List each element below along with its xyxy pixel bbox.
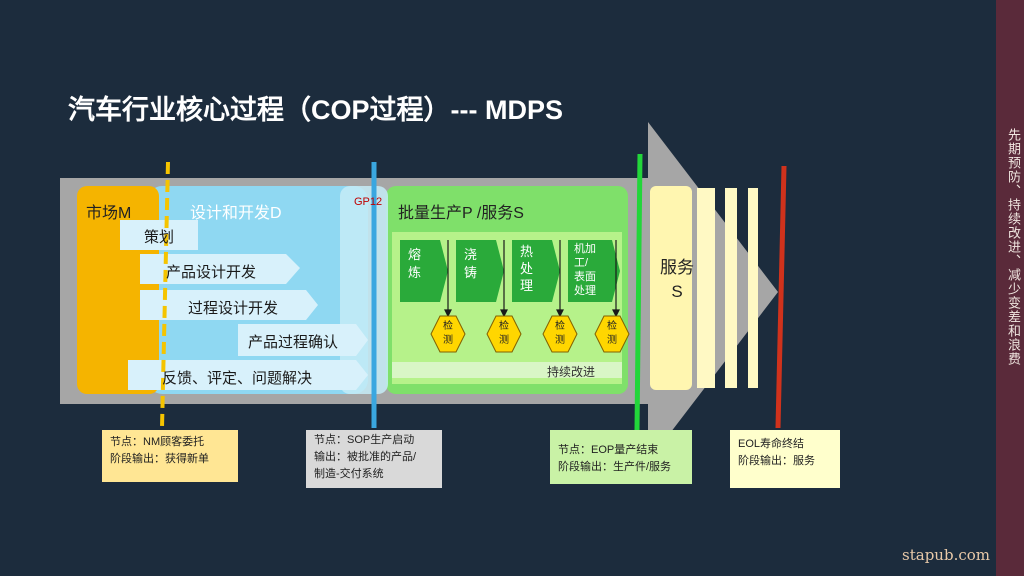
check-label-2: 检 测 (499, 321, 509, 346)
proc-step-1 (400, 240, 448, 302)
proc-step-4 (568, 240, 620, 302)
service-stripe-3 (748, 188, 758, 388)
proc-step-3 (512, 240, 560, 302)
check-octagon-4 (594, 315, 630, 353)
gp12-label: GP12 (354, 196, 383, 208)
slide: 汽车行业核心过程（COP过程）--- MDPS (60, 95, 990, 564)
check-label-1: 检 测 (443, 321, 453, 346)
node-sop-line2: 输出：被批准的产品/ (314, 451, 417, 463)
node-eol-line2: 阶段输出：服务 (738, 455, 815, 467)
sidebar: 先期预防、持续改进、减少变差和浪费 (996, 0, 1024, 576)
node-eol-line1: EOL寿命终结 (738, 438, 805, 450)
watermark: stapub.com (902, 546, 990, 564)
proc-step-3-label: 热 处 理 (520, 244, 534, 293)
proc-step-4-label: 机加 工/ 表面 处理 (574, 243, 596, 297)
node-eol: EOL寿命终结 阶段输出：服务 (730, 430, 840, 488)
milestone-nm-line (160, 161, 170, 429)
design-step-2: 产品设计开发 (166, 264, 257, 281)
phase-market-label: 市场M (86, 205, 132, 222)
node-sop-line3: 制造-交付系统 (314, 468, 384, 480)
design-step-5: 反馈、评定、问题解决 (162, 370, 313, 387)
phase-service-label: 服务 S (660, 258, 694, 301)
design-step-3: 过程设计开发 (188, 300, 279, 317)
design-step-1: 策划 (144, 229, 175, 246)
check-label-4: 检 测 (607, 321, 617, 346)
node-eop: 节点：EOP量产结束 阶段输出：生产件/服务 (550, 430, 692, 484)
node-eop-line1: 节点：EOP量产结束 (558, 444, 659, 456)
ci-bar (392, 362, 622, 378)
design-step-4: 产品过程确认 (248, 334, 339, 351)
service-stripe-1 (697, 188, 715, 388)
step-arrow-1 (120, 220, 198, 250)
node-nm-line1: 节点：NM顾客委托 (110, 436, 205, 448)
service-box (650, 186, 692, 390)
node-nm-line2: 阶段输出：获得新单 (110, 453, 209, 465)
node-eop-line2: 阶段输出：生产件/服务 (558, 461, 672, 473)
step-arrow-5 (128, 360, 368, 390)
node-nm: 节点：NM顾客委托 阶段输出：获得新单 (102, 430, 238, 482)
proc-step-1-label: 熔 炼 (408, 247, 422, 280)
step-arrow-3 (140, 290, 318, 320)
page-title: 汽车行业核心过程（COP过程）--- MDPS (68, 95, 563, 125)
check-octagon-2 (486, 315, 522, 353)
check-octagon-1 (430, 315, 466, 353)
sidebar-text: 先期预防、持续改进、减少变差和浪费 (1006, 128, 1021, 366)
service-stripe-2 (725, 188, 737, 388)
process-diagram (60, 122, 787, 462)
proc-step-2-label: 浇 铸 (464, 247, 478, 280)
check-octagon-3 (542, 315, 578, 353)
milestone-eop-line (634, 153, 643, 431)
check-label-3: 检 测 (555, 321, 565, 346)
phase-design-label: 设计和开发D (190, 205, 282, 222)
node-sop-line1: 节点：SOP生产启动 (314, 434, 415, 446)
phase-production-label: 批量生产P /服务S (398, 205, 524, 222)
step-arrow-2 (140, 254, 300, 284)
proc-step-2 (456, 240, 504, 302)
node-sop: 节点：SOP生产启动 输出：被批准的产品/ 制造-交付系统 (306, 430, 442, 488)
milestone-eol-line (775, 165, 787, 429)
continuous-improvement-label: 持续改进 (547, 365, 596, 379)
step-arrow-4 (238, 324, 368, 356)
